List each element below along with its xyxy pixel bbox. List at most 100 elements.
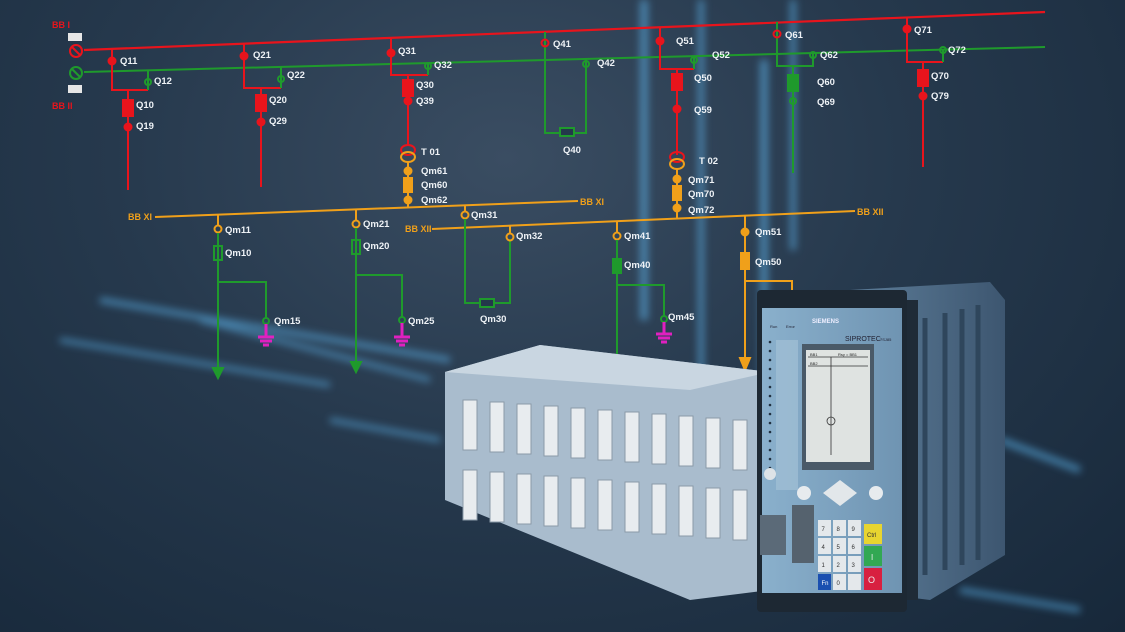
device-label: Q61 [785, 30, 804, 41]
terminal-block [651, 483, 667, 535]
device-label: Q11 [120, 56, 138, 67]
device-label: Qm61 [421, 166, 448, 177]
status-led [768, 385, 772, 389]
reset-button[interactable] [764, 468, 776, 480]
device-label: Q12 [154, 76, 172, 87]
device-label: Q29 [269, 116, 287, 127]
device-label: Qm41 [624, 231, 651, 242]
device-label: Q40 [563, 145, 581, 156]
keypad-key[interactable] [818, 538, 831, 554]
keypad-key[interactable] [848, 538, 861, 554]
keypad-key[interactable] [833, 574, 846, 590]
feeder-2 [239, 44, 285, 187]
terminal-block [678, 485, 694, 537]
status-led [768, 367, 772, 371]
device-label: Q72 [948, 45, 966, 56]
status-led [768, 358, 772, 362]
terminal-block [516, 403, 532, 455]
keypad-key-label: 6 [852, 545, 856, 551]
softkey-left[interactable] [797, 486, 811, 500]
terminal-block [462, 399, 478, 451]
status-led [768, 349, 772, 353]
source-red-icon [69, 44, 83, 58]
keypad-key[interactable] [818, 520, 831, 536]
busbar-bb-xi [154, 200, 579, 218]
device-label: Qm31 [471, 210, 498, 221]
keypad-key[interactable] [848, 574, 861, 590]
model-name: 7SJ85 [880, 337, 892, 342]
device-label: Q71 [914, 25, 933, 36]
device-label: Qm45 [668, 312, 695, 323]
navigation-pad[interactable] [823, 480, 857, 506]
device-label: Q62 [820, 50, 838, 61]
device-label: Qm51 [755, 227, 782, 238]
device-label: Qm21 [363, 219, 390, 230]
device-label: T 01 [421, 147, 441, 158]
busbar-label-bb-xii: BB XII [405, 224, 432, 234]
keypad-key-label: Fn [822, 581, 829, 587]
device-label: Q30 [416, 80, 434, 91]
device-label: Q32 [434, 60, 452, 71]
product-name: SIPROTEC [845, 336, 881, 343]
softkey-right[interactable] [869, 486, 883, 500]
off-key[interactable] [864, 568, 882, 590]
busbar-label-bb-xii: BB XII [857, 207, 884, 217]
screen-rsy: Rsy = BB1 [838, 352, 858, 357]
keypad-key[interactable] [848, 556, 861, 572]
terminal-block [732, 489, 748, 541]
keypad-key[interactable] [818, 556, 831, 572]
brand-logo: SIEMENS [812, 319, 839, 325]
terminal-block [651, 413, 667, 465]
device-label: Qm20 [363, 241, 389, 252]
device-label: Q19 [136, 121, 154, 132]
terminal-block [462, 469, 478, 521]
lcd-screen [806, 350, 870, 462]
device-label: Qm70 [688, 189, 714, 200]
keypad-key-label: 8 [837, 527, 841, 533]
device-label: Q50 [694, 73, 712, 84]
device-label: Q70 [931, 71, 949, 82]
mv-feeder-5 [738, 216, 793, 373]
led-label-strip [776, 340, 798, 490]
device-label: Qm40 [624, 260, 650, 271]
device-label: Q60 [817, 77, 835, 88]
status-led [768, 421, 772, 425]
feeder-5 [655, 27, 698, 218]
keypad-key-label: 1 [822, 563, 826, 569]
device-label: T 02 [699, 156, 718, 167]
device-label: Qm11 [225, 225, 252, 236]
feeder-6 [772, 22, 817, 173]
device-label: Qm32 [516, 231, 542, 242]
feeder-7 [902, 17, 947, 167]
device-label: Q79 [931, 91, 949, 102]
status-led [768, 394, 772, 398]
keypad-key[interactable] [833, 520, 846, 536]
off-key-label: O [868, 575, 875, 585]
device-label: Q42 [597, 58, 615, 69]
usb-cover [792, 505, 814, 563]
device-label: Q39 [416, 96, 434, 107]
device-label: Qm30 [480, 314, 506, 325]
keypad-key-label: 4 [822, 545, 826, 551]
device-label: Q22 [287, 70, 305, 81]
keypad-key[interactable] [848, 520, 861, 536]
busbar-label-bb-ii: BB II [52, 101, 73, 111]
keypad-key[interactable] [818, 574, 831, 590]
keypad-key-label: 5 [837, 545, 841, 551]
keypad-key[interactable] [833, 538, 846, 554]
terminal-block [597, 409, 613, 461]
keypad-key[interactable] [833, 556, 846, 572]
device-label: Q31 [398, 46, 417, 57]
mv-coupler [460, 205, 515, 308]
ctrl-key[interactable] [864, 524, 882, 544]
on-key[interactable] [864, 546, 882, 566]
device-label: Q52 [712, 50, 730, 61]
terminal-block [516, 473, 532, 525]
busbar-bb-ii [83, 46, 1046, 73]
io-module-rack [445, 345, 770, 600]
status-led [768, 412, 772, 416]
busbar-label-bb-xi: BB XI [128, 212, 152, 222]
device-label: Qm50 [755, 257, 781, 268]
